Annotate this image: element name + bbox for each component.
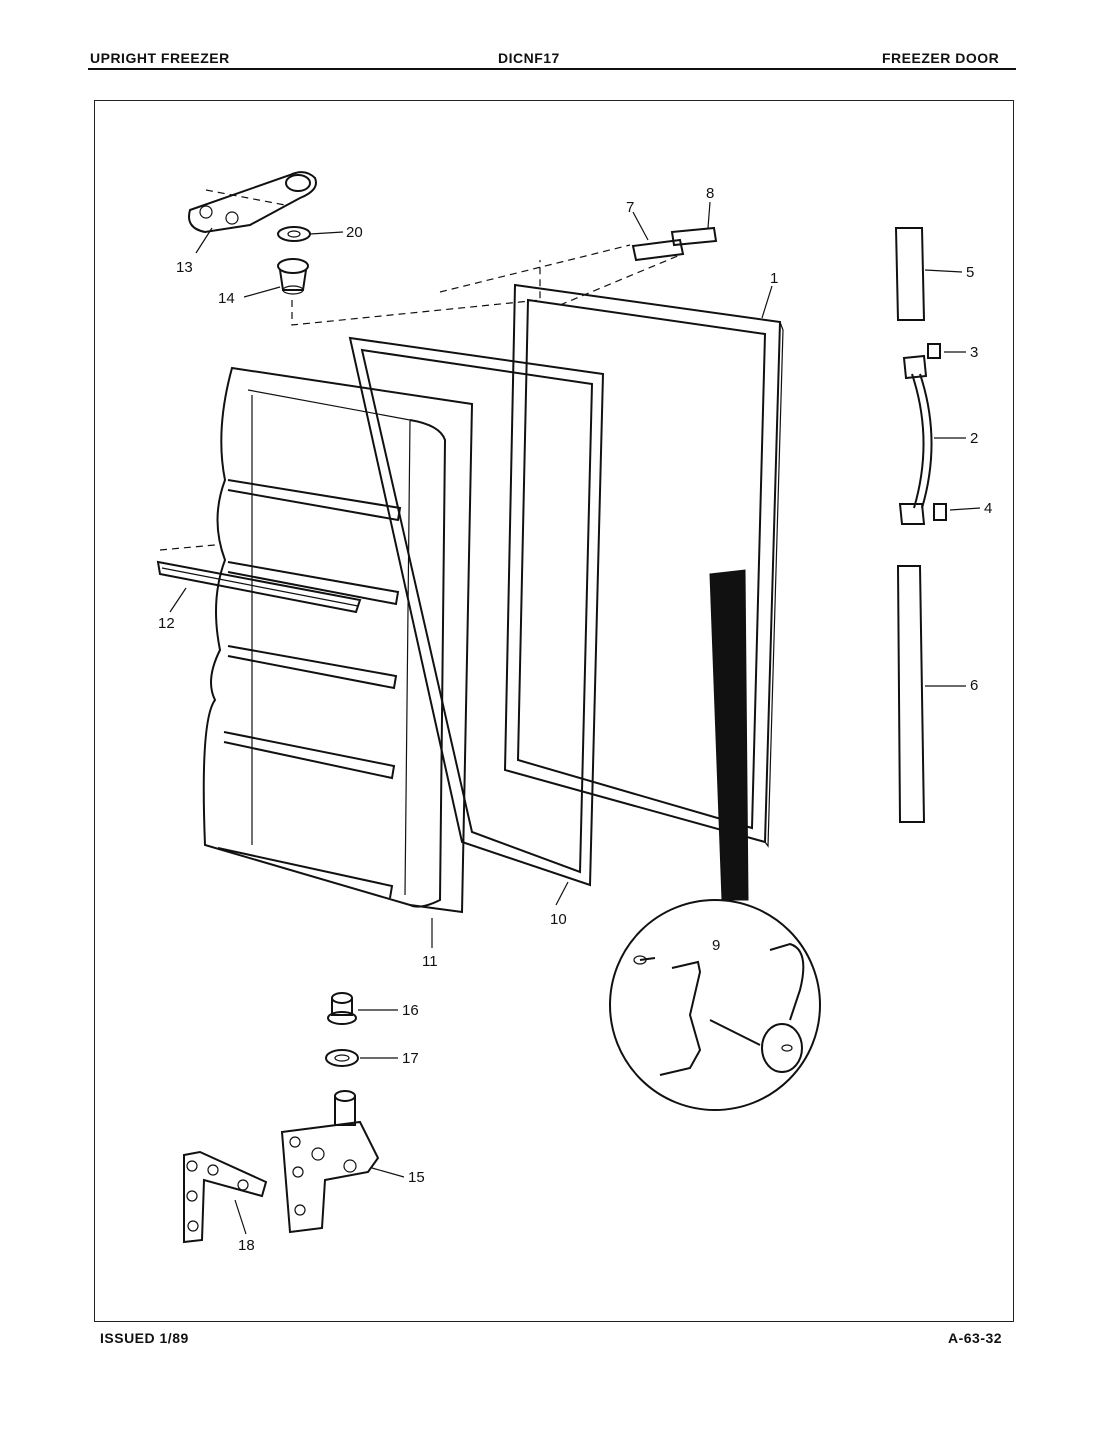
callout-16: 16 — [402, 1002, 419, 1019]
trim-piece-8 — [670, 226, 718, 247]
trim-piece-7 — [631, 238, 685, 262]
issued-date: ISSUED 1/89 — [100, 1330, 189, 1346]
door-gasket — [348, 336, 605, 887]
callout-6: 6 — [970, 677, 978, 694]
inner-door-liner — [202, 366, 474, 914]
callout-20: 20 — [346, 224, 363, 241]
callout-3: 3 — [970, 344, 978, 361]
callout-11: 11 — [422, 953, 438, 970]
alignment-line — [291, 260, 541, 326]
callout-13: 13 — [176, 259, 193, 276]
top-hinge-plate — [188, 171, 317, 234]
hinge-pin — [327, 992, 357, 1025]
callout-14: 14 — [218, 290, 235, 307]
header-rule — [88, 68, 1016, 70]
callout-2: 2 — [970, 430, 978, 447]
header-section: FREEZER DOOR — [882, 50, 1000, 66]
handle-cap-upper — [927, 343, 941, 359]
callout-9: 9 — [712, 937, 720, 954]
callout-8: 8 — [706, 185, 714, 202]
alignment-line — [439, 244, 631, 293]
shelf-bar — [156, 544, 362, 614]
header-model-type: UPRIGHT FREEZER — [90, 50, 230, 66]
callout-17: 17 — [402, 1050, 419, 1067]
diagram-frame — [94, 100, 1014, 1322]
callout-4: 4 — [984, 500, 992, 517]
leader-lines — [169, 201, 981, 1235]
outer-door-panel — [503, 283, 784, 848]
callout-5: 5 — [966, 264, 974, 281]
callout-12: 12 — [158, 615, 175, 632]
bottom-hinge — [280, 1090, 380, 1234]
callout-1: 1 — [770, 270, 778, 287]
callout-18: 18 — [238, 1237, 255, 1254]
hinge-shim — [183, 1150, 268, 1244]
hinge-washer-bottom — [325, 1049, 359, 1067]
alignment-line — [559, 254, 681, 306]
door-handle — [898, 354, 933, 525]
header-model-number: DICNF17 — [498, 50, 560, 66]
callout-15: 15 — [408, 1169, 425, 1186]
hinge-washer-top — [277, 226, 311, 242]
door-lock-detail — [609, 569, 821, 1111]
callout-7: 7 — [626, 199, 634, 216]
callout-10: 10 — [550, 911, 567, 928]
page-code: A-63-32 — [948, 1330, 1003, 1346]
trim-strip-lower — [896, 565, 926, 823]
trim-strip-upper — [894, 227, 926, 321]
handle-cap-lower — [933, 503, 947, 521]
hinge-bushing — [277, 258, 309, 295]
